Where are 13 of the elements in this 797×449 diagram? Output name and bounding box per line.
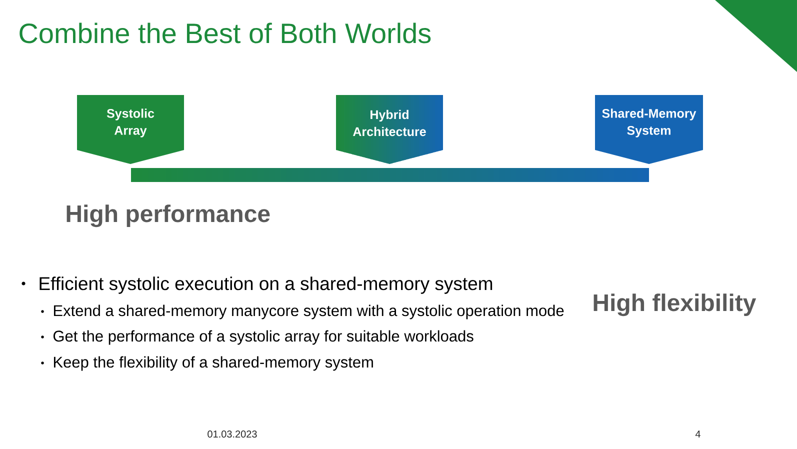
page-number: 4 — [695, 430, 700, 438]
property-label: High performance — [66, 204, 270, 228]
pointer-box: Shared-Memory System — [595, 95, 703, 164]
bullet-text: Keep the flexibility of a shared-memory system — [54, 356, 373, 371]
date-text: 01.03.2023 — [208, 430, 257, 438]
bullet-text: Efficient systolic execution on a shared-memory system — [40, 276, 492, 294]
bullet-text: Extend a shared-memory manycore system with a systolic operation mode — [54, 304, 564, 320]
bullet-text: Get the performance of a systolic array for suitable workloads — [54, 330, 474, 345]
pointer-box: Systolic Array — [77, 95, 184, 164]
node-label: Hybrid Architecture — [353, 110, 426, 136]
pointer-box: Hybrid Architecture — [336, 95, 443, 164]
slide-title: Combine the Best of Both Worlds — [20, 22, 431, 44]
property-label: High flexibility — [594, 294, 756, 316]
